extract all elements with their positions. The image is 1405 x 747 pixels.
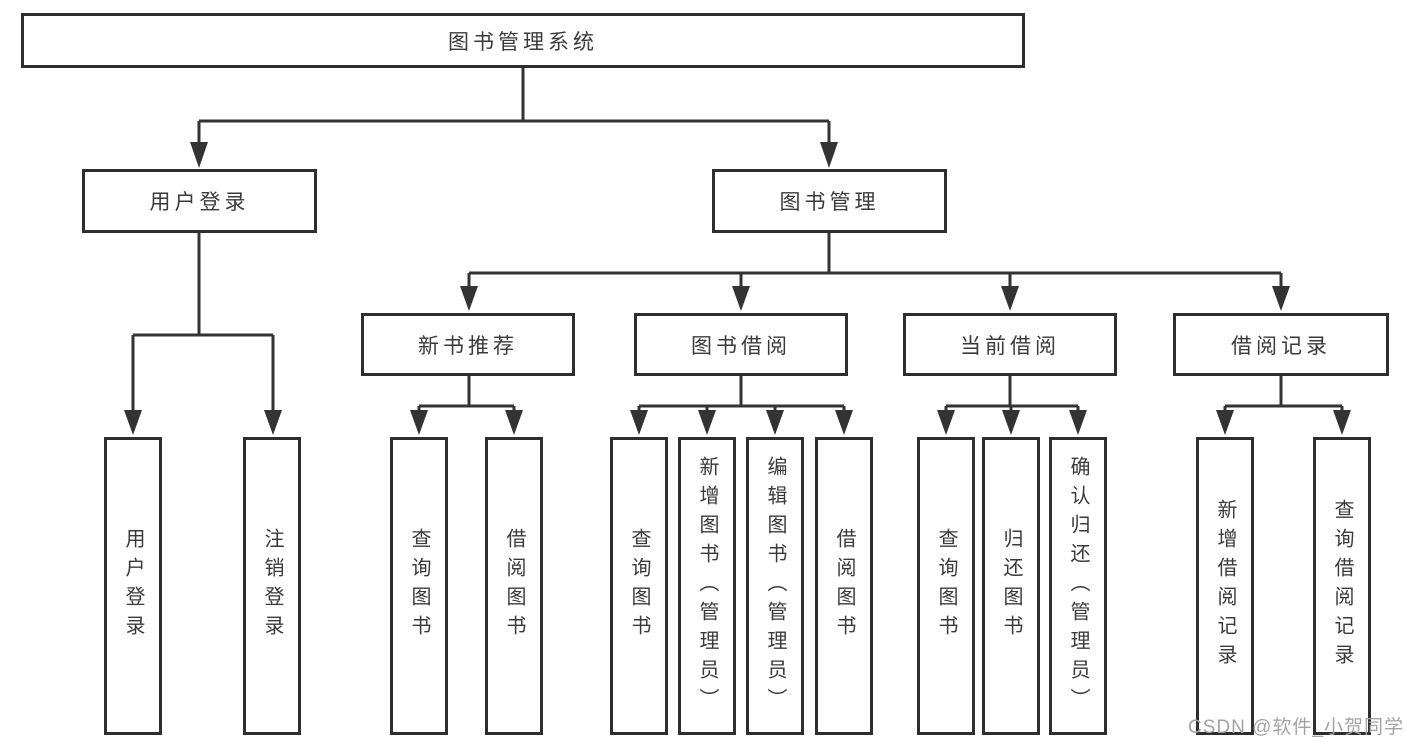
leaf-label: 用户登录 xyxy=(122,528,144,644)
csdn-watermark: CSDN @软件_小贺同学 xyxy=(1188,717,1404,738)
leaf-label: 新增图书（管理员） xyxy=(696,455,718,717)
leaf-label: 查询图书 xyxy=(408,528,430,644)
node-leaf-add-book-admin: 新增图书（管理员） xyxy=(678,437,736,735)
node-leaf-logout: 注销登录 xyxy=(243,437,301,735)
node-leaf-add-borrow-record: 新增借阅记录 xyxy=(1196,437,1254,735)
node-leaf-edit-book-admin: 编辑图书（管理员） xyxy=(746,437,804,735)
leaf-label: 查询图书 xyxy=(628,528,650,644)
node-leaf-return-book: 归还图书 xyxy=(982,437,1040,735)
node-book-borrowing: 图书借阅 xyxy=(634,313,848,376)
node-current-borrowing: 当前借阅 xyxy=(903,313,1117,376)
node-leaf-search-borrow-record: 查询借阅记录 xyxy=(1313,437,1371,735)
node-leaf-borrow-book: 借阅图书 xyxy=(815,437,873,735)
node-book-management-module: 图书管理 xyxy=(712,169,947,233)
leaf-label: 借阅图书 xyxy=(833,528,855,644)
leaf-label: 编辑图书（管理员） xyxy=(764,455,786,717)
leaf-label: 新增借阅记录 xyxy=(1214,499,1236,673)
node-library-management-system: 图书管理系统 xyxy=(21,13,1025,68)
node-leaf-search-books-current: 查询图书 xyxy=(917,437,975,735)
node-leaf-borrow-books-recommend: 借阅图书 xyxy=(485,437,543,735)
node-leaf-search-books-recommend: 查询图书 xyxy=(390,437,448,735)
node-user-login-module: 用户登录 xyxy=(82,169,317,233)
node-leaf-user-login: 用户登录 xyxy=(104,437,162,735)
leaf-label: 借阅图书 xyxy=(503,528,525,644)
leaf-label: 归还图书 xyxy=(1000,528,1022,644)
leaf-label: 注销登录 xyxy=(261,528,283,644)
leaf-label: 查询图书 xyxy=(935,528,957,644)
node-leaf-confirm-return-admin: 确认归还（管理员） xyxy=(1049,437,1107,735)
leaf-label: 查询借阅记录 xyxy=(1331,499,1353,673)
node-borrowing-records: 借阅记录 xyxy=(1173,313,1389,376)
node-new-book-recommendation: 新书推荐 xyxy=(361,313,575,376)
node-leaf-search-books-borrow: 查询图书 xyxy=(610,437,668,735)
leaf-label: 确认归还（管理员） xyxy=(1067,455,1089,717)
